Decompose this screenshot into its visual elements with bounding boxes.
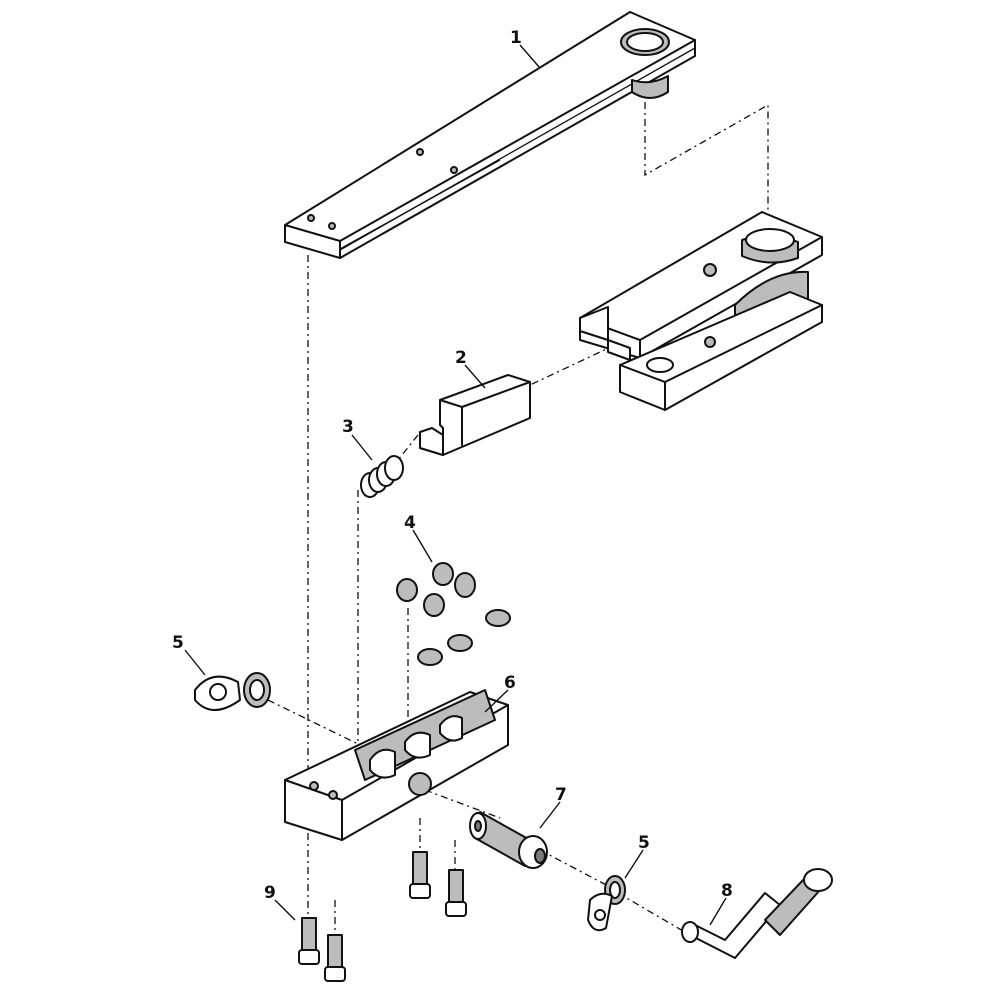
callout-labels: 1 2 3 4 5 6 7 5 8 9 <box>172 28 733 903</box>
callout-5-left: 5 <box>172 633 184 653</box>
leader-lines <box>184 44 727 926</box>
assembly-lines <box>267 94 769 940</box>
callout-5-right: 5 <box>638 833 650 853</box>
callout-6: 6 <box>504 673 516 693</box>
top-arm-part <box>284 11 696 259</box>
callout-1: 1 <box>510 28 522 48</box>
base-block-part <box>284 689 509 841</box>
slide-block-part <box>419 374 531 456</box>
screw-left-b <box>324 934 346 982</box>
disc-set-part <box>396 562 511 666</box>
callout-8: 8 <box>721 881 733 901</box>
bent-handle-part <box>681 868 833 959</box>
callout-7: 7 <box>555 785 567 805</box>
screw-center-b <box>445 869 467 917</box>
ring-clip-left-part <box>194 672 271 711</box>
coil-spring-part <box>360 455 404 498</box>
ring-clip-right-part <box>587 875 626 932</box>
screw-left-a <box>298 917 320 965</box>
callout-2: 2 <box>455 348 467 368</box>
screw-center-a <box>409 851 431 899</box>
cylinder-pin-part <box>469 811 548 869</box>
callout-3: 3 <box>342 417 354 437</box>
socket-screws-part <box>298 851 467 982</box>
bracket-body-part <box>579 211 823 411</box>
callout-9: 9 <box>264 883 276 903</box>
callout-4: 4 <box>404 513 416 533</box>
